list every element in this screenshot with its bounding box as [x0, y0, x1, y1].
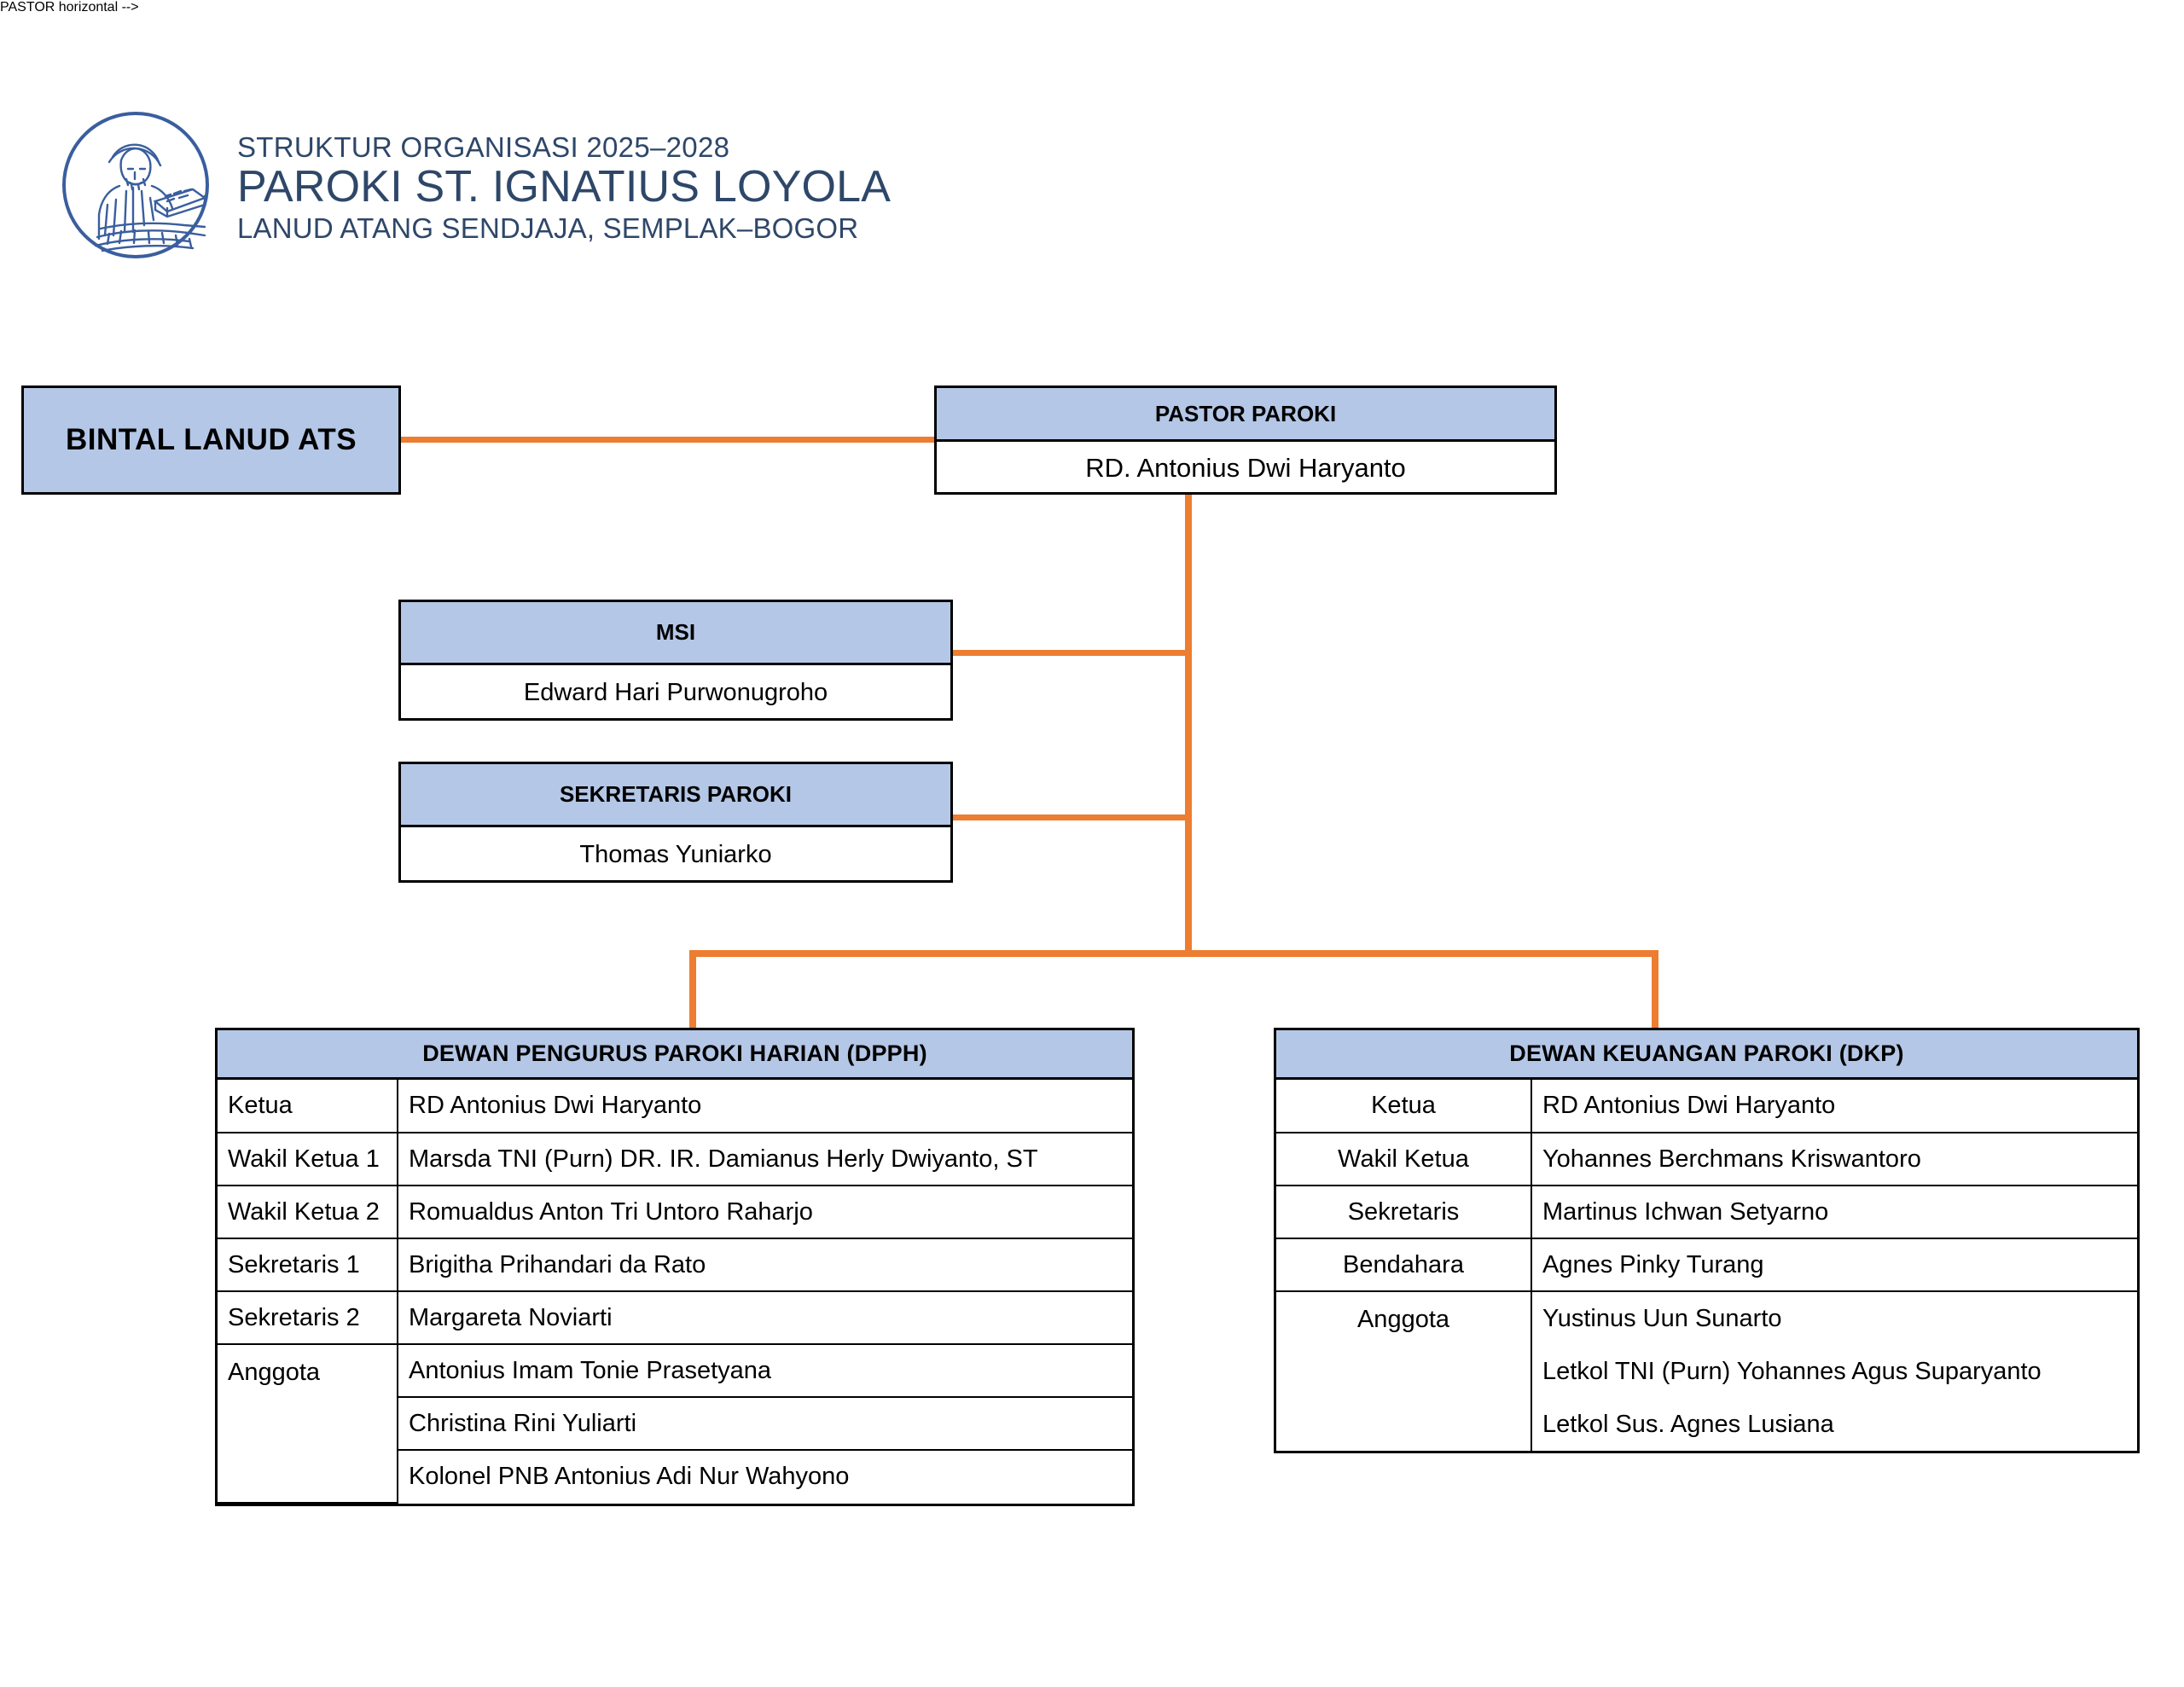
- table-row: Sekretaris Martinus Ichwan Setyarno: [1276, 1185, 2137, 1239]
- node-pastor-name: RD. Antonius Dwi Haryanto: [1085, 453, 1406, 483]
- node-msi-title: MSI: [401, 602, 950, 665]
- role-label: Wakil Ketua: [1276, 1132, 1532, 1186]
- node-pastor-title: PASTOR PAROKI: [937, 388, 1554, 442]
- member-name: Marsda TNI (Purn) DR. IR. Damianus Herly…: [397, 1132, 1132, 1186]
- brand-header: STRUKTUR ORGANISASI 2025–2028 PAROKI ST.…: [60, 109, 891, 261]
- member-name: Martinus Ichwan Setyarno: [1531, 1185, 2137, 1239]
- connector-drop-dpph: [689, 950, 696, 1029]
- connector-pastor-spine: [1185, 495, 1192, 956]
- role-label: Ketua: [218, 1080, 398, 1133]
- member-name: Yohannes Berchmans Kriswantoro: [1531, 1132, 2137, 1186]
- role-label: Ketua: [1276, 1080, 1532, 1133]
- brand-subtitle-period: STRUKTUR ORGANISASI 2025–2028: [237, 131, 730, 163]
- table-row: Anggota Yustinus Uun Sunarto Letkol TNI …: [1276, 1290, 2137, 1451]
- council-dpph-title: DEWAN PENGURUS PAROKI HARIAN (DPPH): [218, 1030, 1132, 1080]
- connector-branch-bar: [689, 950, 1658, 957]
- council-dkp-title: DEWAN KEUANGAN PAROKI (DKP): [1276, 1030, 2137, 1080]
- brand-location: LANUD ATANG SENDJAJA, SEMPLAK–BOGOR: [237, 212, 859, 244]
- table-row: Ketua RD Antonius Dwi Haryanto: [1276, 1080, 2137, 1133]
- role-label-anggota: Anggota: [218, 1343, 398, 1504]
- saint-ignatius-loyola-seal-icon: [60, 109, 212, 261]
- connector-msi-stub: [953, 650, 1188, 656]
- council-dpph: DEWAN PENGURUS PAROKI HARIAN (DPPH) Ketu…: [215, 1028, 1135, 1506]
- table-row: Anggota Antonius Imam Tonie Prasetyana: [218, 1343, 1132, 1504]
- role-label: Wakil Ketua 1: [218, 1132, 398, 1186]
- member-name: Romualdus Anton Tri Untoro Raharjo: [397, 1185, 1132, 1239]
- brand-title-block: STRUKTUR ORGANISASI 2025–2028 PAROKI ST.…: [237, 128, 891, 242]
- role-label: Sekretaris: [1276, 1185, 1532, 1239]
- member-name: Letkol TNI (Purn) Yohannes Agus Suparyan…: [1542, 1357, 2042, 1385]
- member-name: Letkol Sus. Agnes Lusiana: [1542, 1410, 1834, 1438]
- member-name: RD Antonius Dwi Haryanto: [397, 1080, 1132, 1133]
- member-name: Christina Rini Yuliarti: [398, 1396, 1132, 1451]
- page-title: PAROKI ST. IGNATIUS LOYOLA: [237, 162, 892, 212]
- connector-drop-dkp: [1652, 950, 1658, 1029]
- role-label: Wakil Ketua 2: [218, 1185, 398, 1239]
- table-row: Kolonel PNB Antonius Adi Nur Wahyono: [218, 1449, 1132, 1503]
- node-sekretaris-title: SEKRETARIS PAROKI: [401, 764, 950, 827]
- node-sekretaris-name: Thomas Yuniarko: [579, 841, 772, 868]
- role-label-anggota: Anggota: [1276, 1290, 1532, 1451]
- node-msi-name: Edward Hari Purwonugroho: [523, 679, 828, 706]
- member-name: Antonius Imam Tonie Prasetyana: [397, 1343, 1132, 1398]
- member-name: Yustinus Uun Sunarto: [1542, 1304, 1782, 1332]
- member-name: RD Antonius Dwi Haryanto: [1531, 1080, 2137, 1133]
- table-row: Sekretaris 1 Brigitha Prihandari da Rato: [218, 1238, 1132, 1292]
- node-bintal-label: BINTAL LANUD ATS: [65, 423, 357, 456]
- node-pastor-paroki[interactable]: PASTOR PAROKI RD. Antonius Dwi Haryanto: [934, 386, 1557, 495]
- council-dkp-table: Ketua RD Antonius Dwi Haryanto Wakil Ket…: [1276, 1080, 2137, 1451]
- node-msi[interactable]: MSI Edward Hari Purwonugroho: [398, 600, 953, 721]
- node-sekretaris-paroki[interactable]: SEKRETARIS PAROKI Thomas Yuniarko: [398, 762, 953, 883]
- member-name-stack: Yustinus Uun Sunarto Letkol TNI (Purn) Y…: [1531, 1290, 2137, 1451]
- table-row: Bendahara Agnes Pinky Turang: [1276, 1238, 2137, 1292]
- table-row: Wakil Ketua 1 Marsda TNI (Purn) DR. IR. …: [218, 1132, 1132, 1186]
- node-bintal-lanud-ats[interactable]: BINTAL LANUD ATS: [21, 386, 401, 495]
- role-label: Sekretaris 2: [218, 1290, 398, 1345]
- table-row: Wakil Ketua Yohannes Berchmans Kriswanto…: [1276, 1132, 2137, 1186]
- table-row: Ketua RD Antonius Dwi Haryanto: [218, 1080, 1132, 1133]
- table-row: Sekretaris 2 Margareta Noviarti: [218, 1290, 1132, 1345]
- table-row: Christina Rini Yuliarti: [218, 1396, 1132, 1451]
- connector-bintal-to-pastor: [401, 437, 934, 443]
- role-label: Sekretaris 1: [218, 1238, 398, 1292]
- member-name: Margareta Noviarti: [397, 1290, 1132, 1345]
- connector-sekretaris-stub: [953, 815, 1188, 820]
- member-name: Kolonel PNB Antonius Adi Nur Wahyono: [398, 1449, 1132, 1503]
- role-label: Bendahara: [1276, 1238, 1532, 1292]
- table-row: Wakil Ketua 2 Romualdus Anton Tri Untoro…: [218, 1185, 1132, 1239]
- member-name: Brigitha Prihandari da Rato: [397, 1238, 1132, 1292]
- member-name: Agnes Pinky Turang: [1531, 1238, 2137, 1292]
- council-dpph-table: Ketua RD Antonius Dwi Haryanto Wakil Ket…: [218, 1080, 1132, 1504]
- council-dkp: DEWAN KEUANGAN PAROKI (DKP) Ketua RD Ant…: [1274, 1028, 2140, 1453]
